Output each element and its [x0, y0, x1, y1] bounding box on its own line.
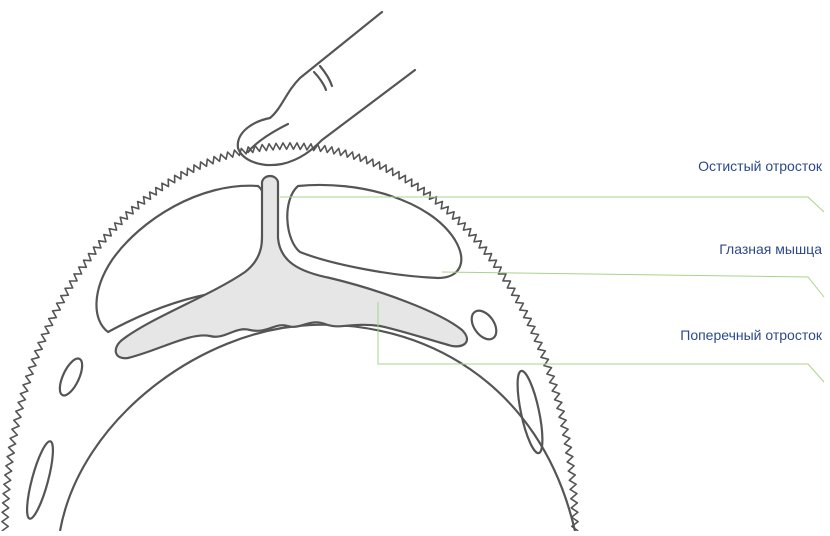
label-spinous-process: Остистый отросток	[698, 157, 822, 175]
fat-pocket-left-middle	[55, 355, 86, 398]
fat-pocket-left-lower	[22, 439, 58, 520]
fat-pocket-right-upper	[467, 306, 502, 344]
label-transverse-process: Поперечный отросток	[680, 326, 822, 344]
finger-icon	[238, 12, 415, 165]
leader-line-eye-muscle	[442, 272, 824, 297]
vertebra-bone	[116, 176, 467, 358]
leader-line-spinous	[280, 197, 824, 212]
label-eye-muscle: Глазная мышца	[719, 240, 822, 258]
right-eye-muscle	[287, 185, 461, 278]
